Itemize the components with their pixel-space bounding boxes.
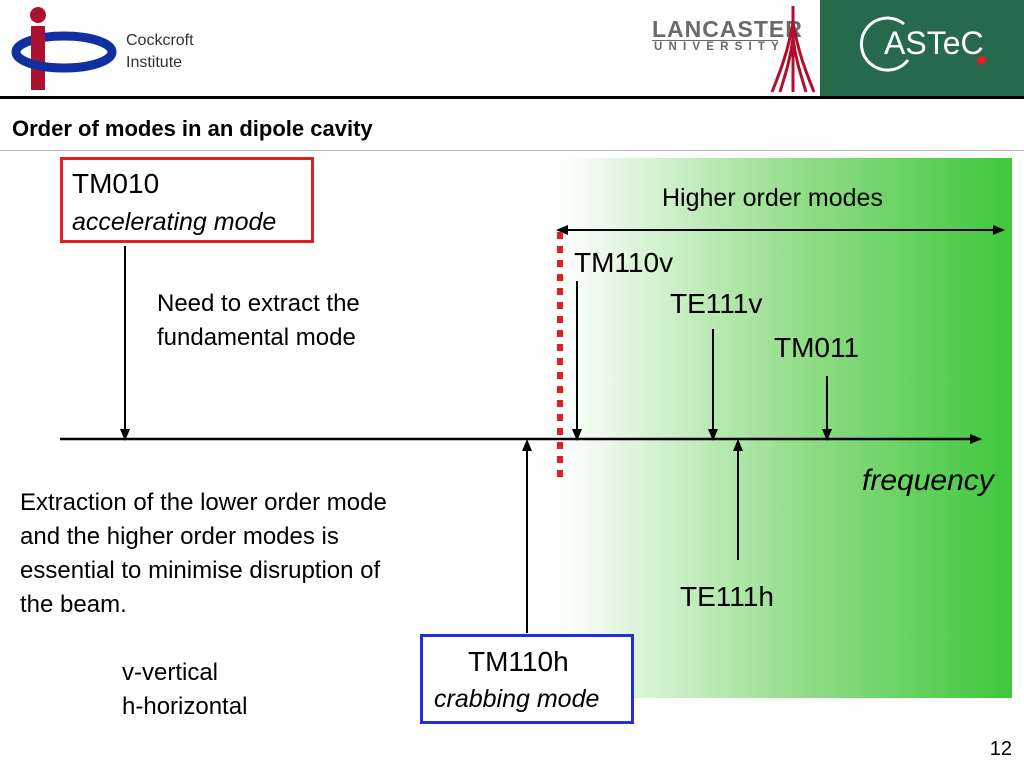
tm010-name: TM010 bbox=[72, 168, 160, 199]
extraction-line3: essential to minimise disruption of bbox=[20, 557, 381, 584]
astec-dot-icon bbox=[977, 56, 986, 65]
university-logo-text: UNIVERSITY bbox=[654, 41, 786, 53]
institute-name-line2: Institute bbox=[126, 54, 183, 71]
need-extract-line2: fundamental mode bbox=[157, 324, 356, 351]
lancaster-logo-text: LANCASTER bbox=[652, 16, 803, 42]
astec-logo-text: ASTeC bbox=[884, 25, 984, 61]
astec-logo-panel bbox=[820, 0, 1024, 96]
need-extract-line1: Need to extract the bbox=[157, 290, 360, 317]
tm110h-desc: crabbing mode bbox=[434, 685, 600, 713]
higher-order-modes-label: Higher order modes bbox=[662, 184, 883, 212]
cockcroft-logo bbox=[8, 4, 118, 94]
extraction-line1: Extraction of the lower order mode bbox=[20, 489, 387, 516]
header-rule bbox=[0, 96, 1024, 99]
astec-swoosh-icon bbox=[852, 14, 912, 74]
lancaster-underline bbox=[652, 40, 778, 41]
te111v-label: TE111v bbox=[670, 288, 763, 319]
page-number: 12 bbox=[989, 738, 1012, 760]
tm011-label: TM011 bbox=[774, 332, 860, 363]
frequency-label: frequency bbox=[862, 464, 994, 497]
tm110v-label: TM110v bbox=[574, 247, 674, 278]
lancaster-crest-icon bbox=[770, 2, 816, 94]
te111h-label: TE111h bbox=[680, 581, 774, 612]
extraction-line4: the beam. bbox=[20, 591, 127, 618]
tm010-box bbox=[60, 157, 314, 243]
legend-horizontal: h-horizontal bbox=[122, 693, 248, 720]
tm110h-box bbox=[420, 634, 634, 724]
tm010-desc: accelerating mode bbox=[72, 208, 277, 236]
title-rule bbox=[0, 150, 1024, 151]
institute-name-line1: Cockcroft bbox=[126, 32, 194, 49]
extraction-line2: and the higher order modes is bbox=[20, 523, 339, 550]
extraction-text: Extraction of the lower order mode and t… bbox=[20, 486, 387, 622]
tm110h-name: TM110h bbox=[468, 646, 569, 677]
legend-vertical: v-vertical bbox=[122, 659, 219, 686]
institute-name: Cockcroft Institute bbox=[126, 30, 194, 74]
slide-title: Order of modes in an dipole cavity bbox=[12, 116, 373, 141]
higher-order-modes-region bbox=[560, 158, 1012, 698]
need-extract-text: Need to extract the fundamental mode bbox=[157, 287, 360, 355]
cockcroft-logo-icon bbox=[11, 7, 117, 90]
legend-text: v-vertical h-horizontal bbox=[122, 656, 247, 724]
